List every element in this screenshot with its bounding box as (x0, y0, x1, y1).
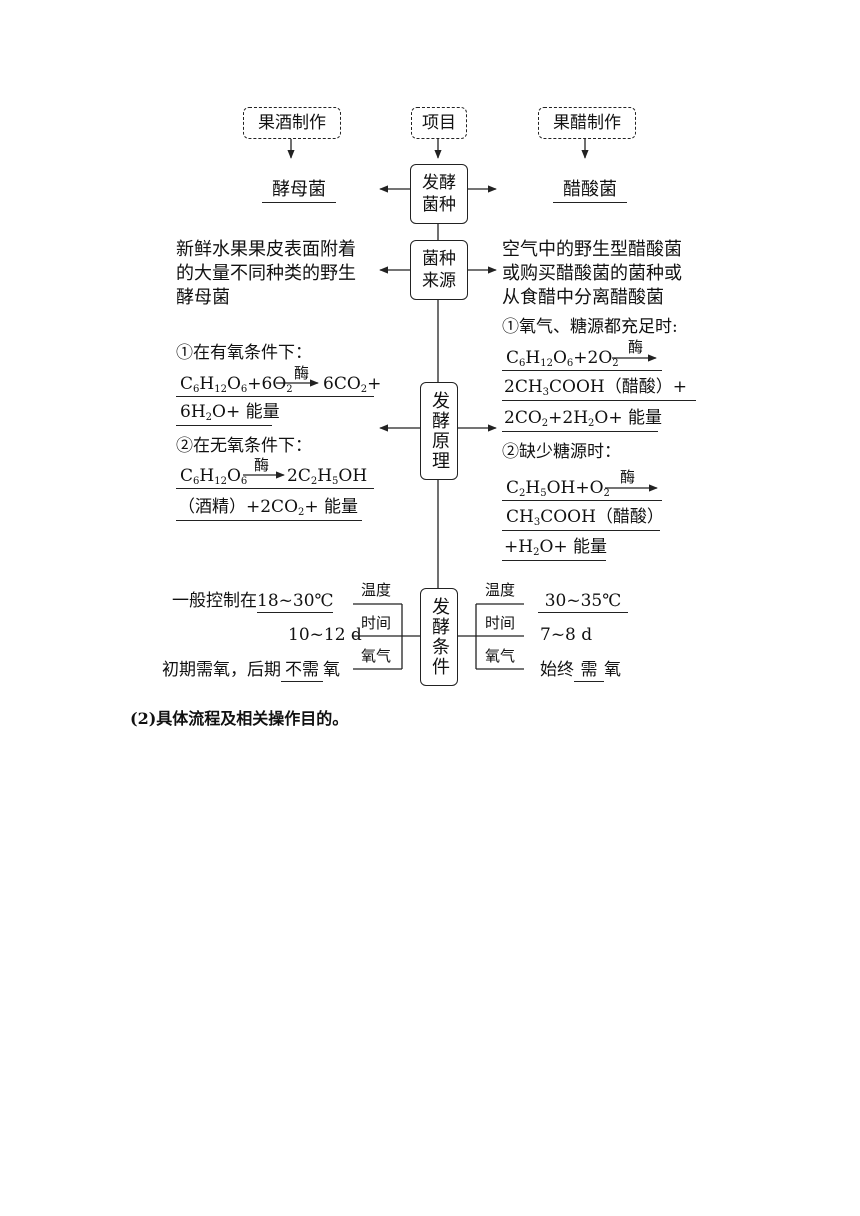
principle-right-eq1-line3: 2CO2+2H2O+ 能量 (502, 405, 662, 432)
cond-right-time-label: 时间 (485, 614, 516, 632)
source-left: 新鲜水果果皮表面附着 的大量不同种类的野生 酵母菌 (176, 238, 356, 310)
source-right-line: 从食醋中分离醋酸菌 (502, 287, 664, 308)
center-box-source-line2: 来源 (422, 271, 456, 291)
cond-left-oxygen-prefix: 初期需氧，后期 (162, 660, 281, 680)
top-box-wine: 果酒制作 (243, 107, 341, 139)
cond-left-temp: 一般控制在18~30℃ (172, 590, 334, 613)
top-box-item-label: 项目 (422, 113, 456, 133)
eq-formula: 6CO2+ (323, 374, 382, 395)
enzyme-label: 酶 (254, 456, 270, 474)
principle-right-eq2-line1: C2H5OH+O2 酶 (502, 468, 662, 501)
strain-right: 醋酸菌 (553, 178, 627, 203)
principle-left-anaerobic-title: ②在无氧条件下： (176, 436, 312, 456)
cond-right-oxygen-label: 氧气 (485, 647, 516, 665)
eq-formula: 6H2O+ 能量 (180, 402, 280, 423)
cond-right-oxygen-suffix: 氧 (604, 660, 621, 680)
source-right-line: 空气中的野生型醋酸菌 (502, 239, 682, 260)
cond-left-time: 10~12 d (288, 625, 362, 645)
principle-left-aerobic-title: ①在有氧条件下： (176, 343, 312, 363)
eq-formula: +H2O+ 能量 (504, 537, 608, 558)
cond-right-temp-value: 30~35℃ (538, 590, 628, 613)
eq-formula: C6H12O6 (180, 466, 248, 487)
eq-formula: C6H12O6+2O2 (506, 348, 619, 369)
eq-formula: C6H12O6+6O2 (180, 374, 293, 395)
center-box-principle: 发酵原理 (420, 382, 458, 480)
source-left-line: 酵母菌 (176, 287, 230, 308)
center-box-source-line1: 菌种 (422, 249, 456, 269)
cond-left-temp-label: 温度 (361, 581, 392, 599)
source-right-line: 或购买醋酸菌的菌种或 (502, 263, 682, 284)
cond-left-oxygen-value: 不需 (281, 659, 323, 682)
source-left-line: 新鲜水果果皮表面附着 (176, 239, 356, 260)
cond-left-oxygen-label: 氧气 (361, 647, 392, 665)
principle-right-eq2-line3: +H2O+ 能量 (502, 534, 608, 561)
cond-right-time: 7~8 d (540, 625, 593, 645)
principle-left-eq1-line1: C6H12O6+6O2 酶 6CO2+ (176, 364, 381, 397)
enzyme-label: 酶 (620, 468, 636, 486)
source-left-line: 的大量不同种类的野生 (176, 263, 356, 284)
principle-right-full-title: ①氧气、糖源都充足时: (502, 317, 678, 337)
eq-formula: CH3COOH（醋酸） (506, 507, 664, 528)
eq-formula: 2C2H5OH (287, 466, 368, 487)
center-box-source: 菌种 来源 (410, 240, 468, 300)
top-box-vinegar-label: 果醋制作 (553, 113, 621, 133)
principle-left-eq2-line2: （酒精）+2CO2+ 能量 (176, 494, 362, 521)
cond-left-temp-value: 18~30℃ (257, 591, 334, 613)
eq-formula: （酒精）+2CO2+ 能量 (178, 497, 359, 518)
top-box-wine-label: 果酒制作 (258, 113, 326, 133)
principle-right-eq1-line2: 2CH3COOH（醋酸）+ (502, 374, 696, 401)
eq-formula: 2CH3COOH（醋酸）+ (504, 377, 687, 398)
strain-left: 酵母菌 (262, 178, 336, 203)
cond-left-oxygen: 初期需氧，后期不需氧 (162, 659, 340, 682)
cond-left-oxygen-suffix: 氧 (323, 660, 340, 680)
cond-left-time-label: 时间 (361, 614, 392, 632)
center-box-condition: 发酵条件 (420, 588, 458, 686)
cond-right-oxygen: 始终需氧 (540, 659, 621, 682)
top-box-vinegar: 果醋制作 (538, 107, 636, 139)
cond-right-oxygen-prefix: 始终 (540, 660, 574, 680)
principle-left-eq2-line1: C6H12O6 酶 2C2H5OH (176, 456, 374, 489)
center-box-strain: 发酵 菌种 (410, 164, 468, 224)
cond-right-oxygen-value: 需 (574, 659, 604, 682)
cond-right-temp-label: 温度 (485, 581, 516, 599)
eq-formula: 2CO2+2H2O+ 能量 (504, 408, 662, 429)
top-box-item: 项目 (411, 107, 467, 139)
cond-left-temp-prefix: 一般控制在 (172, 591, 257, 611)
principle-right-eq2-line2: CH3COOH（醋酸） (502, 504, 664, 531)
source-right: 空气中的野生型醋酸菌 或购买醋酸菌的菌种或 从食醋中分离醋酸菌 (502, 238, 682, 310)
center-box-strain-line2: 菌种 (422, 195, 456, 215)
enzyme-label: 酶 (628, 338, 644, 356)
center-box-strain-line1: 发酵 (422, 173, 456, 193)
eq-formula: C2H5OH+O2 (506, 478, 610, 499)
principle-right-lack-title: ②缺少糖源时： (502, 442, 621, 462)
section-heading: (2)具体流程及相关操作目的。 (130, 709, 349, 728)
enzyme-label: 酶 (294, 364, 310, 382)
principle-left-eq1-line2: 6H2O+ 能量 (176, 399, 280, 426)
principle-right-eq1-line1: C6H12O6+2O2 酶 (502, 338, 662, 371)
